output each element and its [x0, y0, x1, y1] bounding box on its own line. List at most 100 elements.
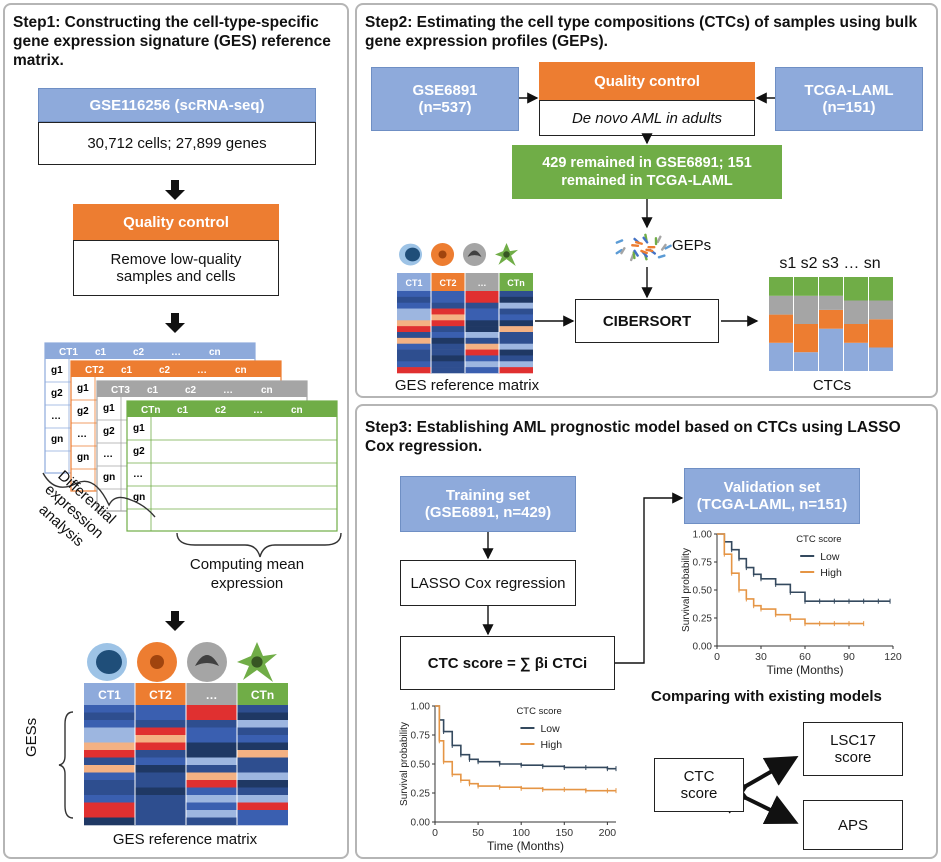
heatmap-cell	[186, 742, 237, 751]
km-legend-title: CTC score	[796, 534, 841, 545]
training-box: Training set (GSE6891, n=429)	[400, 476, 576, 532]
ges-matrix-label-step1: GES reference matrix	[112, 831, 258, 848]
heatmap-cell	[499, 302, 533, 309]
step1-panel: Step1: Constructing the cell-type-specif…	[3, 3, 349, 859]
heatmap-cell	[84, 742, 135, 751]
heatmap-cell	[431, 326, 465, 333]
km-legend-entry: High	[540, 739, 562, 751]
validation-detail: (TCGA-LAML, n=151)	[696, 496, 848, 513]
step3-panel: Step3: Establishing AML prognostic model…	[355, 404, 938, 859]
heatmap-cell	[465, 308, 499, 315]
matrix-header-bar	[127, 401, 337, 417]
remained-box: 429 remained in GSE6891; 151 remained in…	[512, 145, 782, 199]
heatmap-cell	[237, 712, 288, 721]
validation-label: Validation set	[723, 479, 821, 496]
heatmap-cell	[499, 361, 533, 368]
matrix-row-label: g2	[133, 446, 145, 457]
gess-label: GESs	[23, 717, 40, 757]
matrix-col-label: …	[223, 385, 233, 396]
gep-fragment-icon	[642, 236, 649, 244]
heatmap-cell	[135, 750, 186, 758]
ctc-bar-segment	[794, 295, 818, 324]
heatmap-cell	[397, 355, 431, 362]
gep-fragment-icon	[631, 244, 640, 247]
heatmap-cell	[465, 326, 499, 333]
heatmap-cell	[465, 367, 499, 374]
heatmap-cell	[465, 291, 499, 298]
heatmap-cell	[135, 817, 186, 826]
ctc-bar-segment	[819, 328, 843, 371]
km-y-axis-label: Survival probability	[681, 548, 692, 632]
gep-fragment-icon	[640, 249, 648, 255]
heatmap-cell	[397, 302, 431, 309]
heatmap-cell	[186, 795, 237, 803]
km-x-tick-label: 150	[556, 827, 574, 839]
heatmap-cell	[431, 332, 465, 339]
ctc-bar-segment	[819, 295, 843, 310]
heatmap-cell	[499, 367, 533, 374]
heatmap-cell	[499, 355, 533, 362]
km-curve-high	[435, 705, 616, 792]
gep-fragment-icon	[615, 248, 623, 255]
heatmap-cell	[499, 291, 533, 298]
heatmap-cell	[431, 349, 465, 356]
heatmap-cell	[465, 320, 499, 327]
heatmap-cell	[237, 727, 288, 736]
step3-title: Step3: Establishing AML prognostic model…	[365, 419, 901, 455]
ctc-bar-segment	[819, 309, 843, 329]
heatmap-cell	[499, 332, 533, 339]
heatmap-cell	[431, 302, 465, 309]
heatmap-cell	[135, 780, 186, 788]
heatmap-cell	[397, 349, 431, 356]
matrix-col-label: cn	[261, 385, 273, 396]
matrix-row-label: …	[51, 411, 61, 422]
heatmap-cell	[397, 332, 431, 339]
matrix-col-label: cn	[291, 405, 303, 416]
km-y-tick-label: 0.75	[693, 558, 713, 569]
matrix-col-label: c2	[133, 347, 145, 358]
granulocyte-nucleus-icon	[150, 655, 164, 669]
km-x-tick-label: 50	[472, 827, 484, 839]
heatmap-cell	[397, 367, 431, 374]
step2-panel: Step2: Estimating the cell type composit…	[355, 3, 938, 398]
ctc-bar-segment	[869, 319, 893, 348]
validation-box: Validation set (TCGA-LAML, n=151)	[684, 468, 860, 524]
heatmap-cell	[237, 787, 288, 796]
ctc-bar-segment	[869, 277, 893, 301]
gep-fragment-icon	[615, 239, 624, 244]
step2-arrows	[519, 92, 775, 327]
ctc-bar-segment	[869, 300, 893, 320]
aps-box: APS	[803, 800, 903, 850]
blast-nucleus-icon	[96, 650, 122, 674]
matrix-row-label: …	[77, 429, 87, 440]
gep-fragment-icon	[647, 246, 656, 249]
matrix-col-label: …	[171, 347, 181, 358]
matrix-row-label: g2	[77, 406, 89, 417]
km-y-tick-label: 1.00	[693, 530, 713, 541]
matrix-row-label: gn	[103, 472, 115, 483]
gep-fragment-icon	[633, 249, 639, 257]
matrix-row-label: g1	[133, 423, 145, 434]
km-y-tick-label: 0.25	[693, 614, 713, 625]
km-y-tick-label: 0.00	[693, 642, 713, 653]
heatmap-cell	[84, 802, 135, 811]
heatmap-cell	[84, 795, 135, 803]
matrix-header-bar	[45, 343, 255, 359]
heatmap-cell	[135, 712, 186, 721]
heatmap-cell	[237, 705, 288, 713]
ctc-score-compare-box: CTC score	[654, 758, 744, 812]
ctc-bar-segment	[844, 342, 868, 371]
heatmap-cell	[135, 757, 186, 766]
heatmap-cell	[237, 772, 288, 781]
heatmap-cell	[237, 757, 288, 766]
gep-fragment-icon	[620, 247, 626, 255]
matrix-col-label: c2	[215, 405, 227, 416]
heatmap-cell	[465, 302, 499, 309]
dendritic-nucleus-icon	[251, 656, 263, 668]
ctc-bar-segment	[819, 277, 843, 296]
samples-label: s1 s2 s3 … sn	[779, 255, 881, 272]
matrix-col-label: …	[197, 365, 207, 376]
gep-fragment-icon	[660, 243, 667, 251]
heatmap-header	[397, 273, 431, 291]
gse116256-box: GSE116256 (scRNA-seq)	[38, 88, 316, 122]
